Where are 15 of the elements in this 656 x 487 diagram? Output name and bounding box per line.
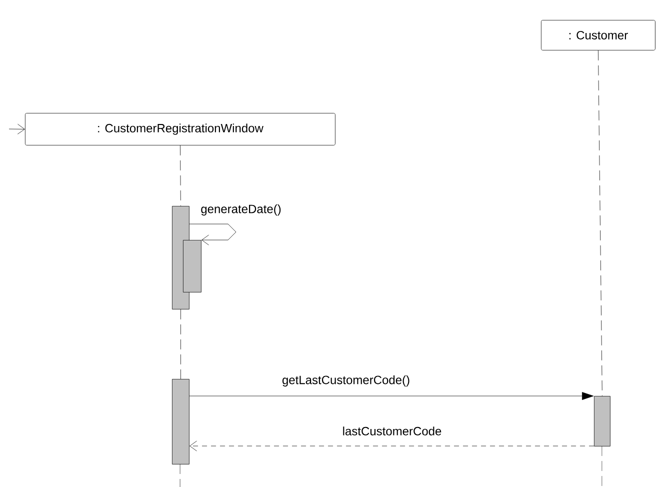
message-label: generateDate() xyxy=(200,203,282,217)
message-arrow xyxy=(189,392,594,400)
object-box: : Customer xyxy=(541,20,656,50)
message-label: getLastCustomerCode() xyxy=(280,374,412,388)
message-arrow xyxy=(190,440,594,452)
activation-bar xyxy=(172,379,190,464)
message-label: lastCustomerCode xyxy=(341,426,443,436)
lifeline xyxy=(180,145,181,206)
message-arrow xyxy=(189,224,236,246)
lifeline xyxy=(598,50,602,396)
activation-bar xyxy=(183,240,202,292)
activation-bar xyxy=(594,396,610,446)
message-arrow xyxy=(8,124,25,134)
object-box: : CustomerRegistrationWindow xyxy=(25,113,336,146)
lifeline xyxy=(180,309,181,380)
